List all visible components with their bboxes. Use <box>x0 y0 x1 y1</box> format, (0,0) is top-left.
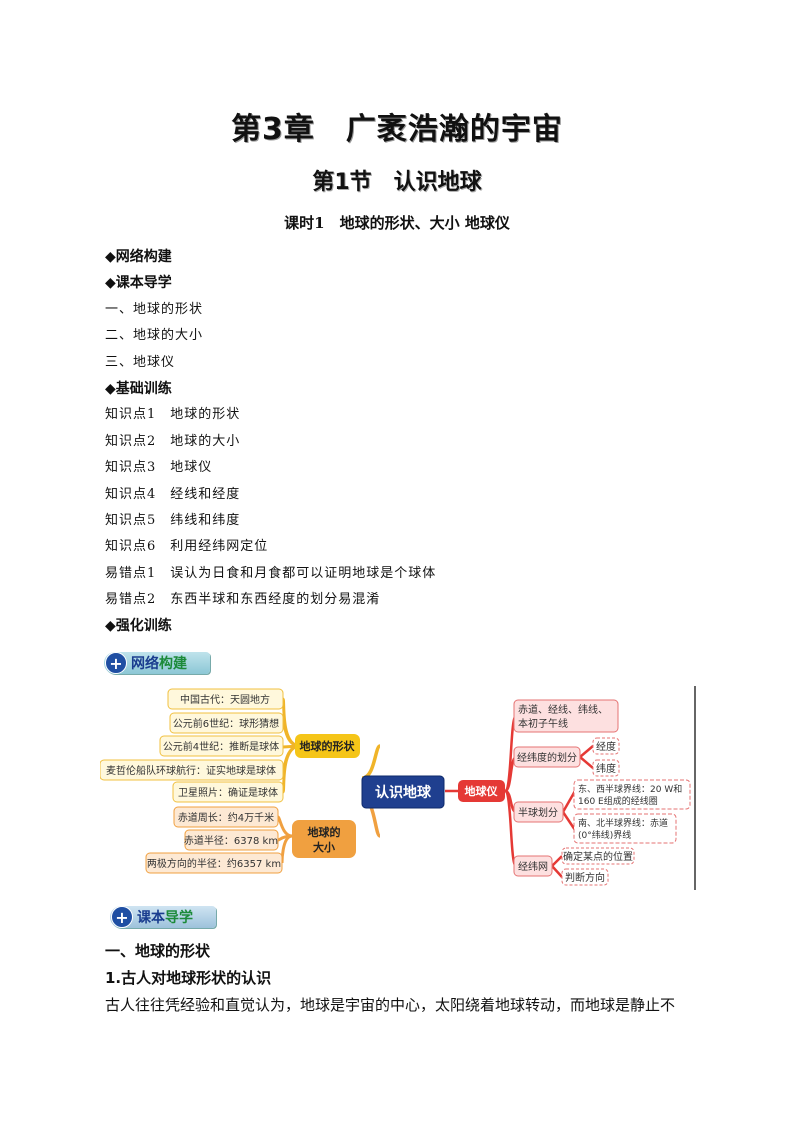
toc-item: 知识点1 地球的形状 <box>105 407 241 423</box>
body-heading: 一、地球的形状 <box>105 942 211 960</box>
size-item-3: 两极方向的半径：约6357 km <box>147 857 281 870</box>
toc-item: 知识点3 地球仪 <box>105 460 213 476</box>
body-subheading: 1.古人对地球形状的认识 <box>105 969 272 987</box>
network-badge: + 网络构建 <box>104 652 210 674</box>
badge-text-accent: 导学 <box>165 910 193 926</box>
topic-shape: 地球的形状 <box>300 739 356 753</box>
globe-ns-2: (0°纬线)界线 <box>578 829 631 841</box>
globe-lon: 经度 <box>596 740 616 753</box>
toc-item: 三、地球仪 <box>105 354 176 370</box>
globe-lat: 纬度 <box>596 762 616 775</box>
globe-ew-1: 东、西半球界线：20 W和 <box>578 783 682 795</box>
globe-lines-1: 赤道、经线、纬线、 <box>518 703 608 716</box>
toc-item: 知识点2 地球的大小 <box>105 433 241 449</box>
shape-item-4: 麦哲伦船队环球航行：证实地球是球体 <box>106 764 276 777</box>
section-title: 第1节 认识地球 <box>312 170 482 195</box>
badge-text-accent: 构建 <box>159 656 187 672</box>
globe-lines-2: 本初子午线 <box>518 717 568 730</box>
toc-section: ◆基础训练 <box>105 380 172 397</box>
toc-item: 知识点4 经线和经度 <box>105 486 241 502</box>
globe-loc: 确定某点的位置 <box>563 850 633 863</box>
toc-item: 一、地球的形状 <box>105 301 204 317</box>
size-item-1: 赤道周长：约4万千米 <box>178 811 274 824</box>
table-of-contents: ◆网络构建 ◆课本导学一、地球的形状二、地球的大小三、地球仪 ◆基础训练知识点1 地… <box>105 244 725 640</box>
plus-icon: + <box>105 652 127 674</box>
shape-item-5: 卫星照片：确证是球体 <box>178 786 278 799</box>
toc-section: ◆课本导学 <box>105 275 172 292</box>
mind-map: 中国古代：天圆地方 公元前6世纪：球形猜想 公元前4世纪：推断是球体 麦哲伦船队… <box>100 686 696 890</box>
globe-ew-2: 160 E组成的经线圈 <box>578 795 658 807</box>
toc-section: ◆网络构建 <box>105 249 172 265</box>
globe-grid: 经纬网 <box>518 860 548 873</box>
toc-item: 易错点2 东西半球和东西经度的划分易混淆 <box>105 592 381 608</box>
toc-item: 知识点5 纬线和纬度 <box>105 512 241 528</box>
badge-text: 课本 <box>137 910 165 926</box>
badge-text: 网络 <box>131 656 159 672</box>
shape-item-3: 公元前4世纪：推断是球体 <box>163 740 279 753</box>
textbook-badge: + 课本导学 <box>110 906 216 928</box>
globe-ns-1: 南、北半球界线：赤道 <box>578 817 668 829</box>
toc-item: 易错点1 误认为日食和月食都可以证明地球是个球体 <box>105 565 437 581</box>
toc-section: ◆强化训练 <box>105 618 172 635</box>
shape-item-1: 中国古代：天圆地方 <box>180 693 270 706</box>
body-paragraph: 古人往往凭经验和直觉认为，地球是宇宙的中心，太阳绕着地球转动，而地球是静止不 <box>105 996 676 1014</box>
shape-item-2: 公元前6世纪：球形猜想 <box>173 717 279 730</box>
plus-icon: + <box>111 906 133 928</box>
toc-item: 二、地球的大小 <box>105 328 204 344</box>
chapter-title: 第3章 广袤浩瀚的宇宙 <box>231 112 563 147</box>
globe-hemi: 半球划分 <box>518 806 558 819</box>
toc-item: 知识点6 利用经纬网定位 <box>105 539 269 555</box>
globe-dir: 判断方向 <box>565 871 605 884</box>
topic-globe: 地球仪 <box>465 784 499 798</box>
lesson-title: 课时1 地球的形状、大小 地球仪 <box>284 214 510 232</box>
center-node: 认识地球 <box>375 784 432 801</box>
size-item-2: 赤道半径：6378 km <box>184 834 278 847</box>
globe-lonlat: 经纬度的划分 <box>517 751 577 764</box>
topic-size-line1: 地球的 <box>308 825 341 839</box>
topic-size-line2: 大小 <box>313 840 335 854</box>
